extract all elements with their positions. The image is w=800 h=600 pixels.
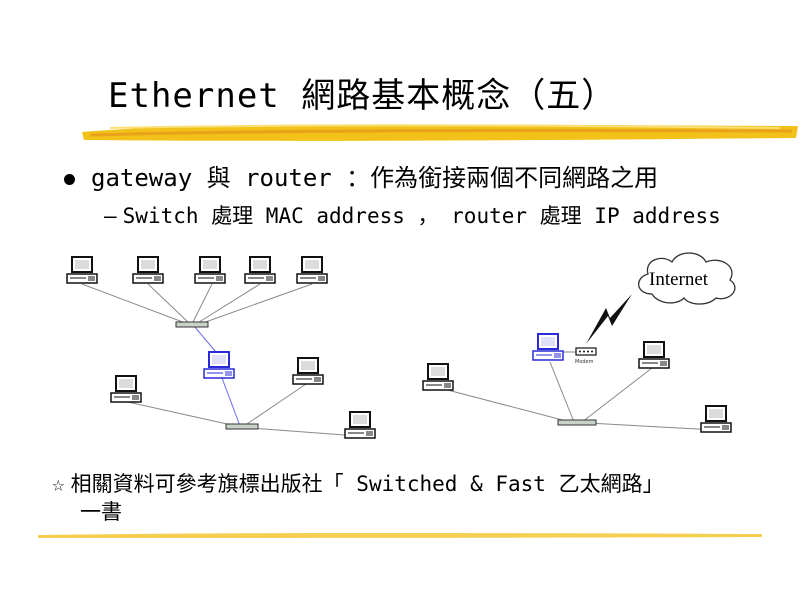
sub-bullet-dash: –	[104, 204, 117, 228]
computer-icon	[194, 256, 226, 284]
computer-icon	[110, 375, 142, 403]
reference-note-line2: 一書	[80, 500, 122, 524]
footer-brush-line	[38, 533, 762, 538]
internet-cloud-icon	[638, 252, 736, 305]
modem-label: Modem	[575, 359, 594, 365]
computer-icon	[296, 256, 328, 284]
sub-bullet-item: –Switch 處理 MAC address ， router 處理 IP ad…	[104, 200, 721, 230]
switch-hub-bottom-left	[225, 423, 259, 430]
internet-cloud-label: Internet	[649, 269, 709, 290]
slide-title: Ethernet 網路基本概念（五）	[108, 76, 617, 116]
network-diagram: Modem Internet	[66, 252, 736, 439]
star-icon: ☆	[52, 472, 65, 496]
switch-hub-top-left	[175, 321, 209, 328]
sub-bullet-text: Switch 處理 MAC address ， router 處理 IP add…	[122, 204, 721, 228]
lightning-bolt-icon	[586, 294, 632, 344]
computer-icon	[66, 256, 98, 284]
router-computer-icon	[532, 333, 564, 361]
computer-icon	[244, 256, 276, 284]
title-brush-stroke	[82, 124, 798, 141]
computer-icon	[132, 256, 164, 284]
switch-hub-right	[557, 419, 597, 426]
bullet-item: gateway 與 router ：作為銜接兩個不同網路之用	[64, 158, 658, 193]
reference-note-line1: 相關資料可參考旗標出版社「 Switched & Fast 乙太網路」	[70, 472, 664, 496]
computer-icon	[344, 411, 376, 439]
computer-icon	[422, 363, 454, 391]
router-computer-icon	[203, 351, 235, 379]
bullet-text: gateway 與 router ：作為銜接兩個不同網路之用	[91, 164, 659, 192]
computer-icon	[700, 405, 732, 433]
modem-icon	[575, 347, 597, 356]
computer-icon	[638, 341, 670, 369]
bullet-dot-icon	[64, 174, 75, 185]
computer-icon	[292, 357, 324, 385]
reference-note: ☆相關資料可參考旗標出版社「 Switched & Fast 乙太網路」 一書	[52, 470, 752, 526]
